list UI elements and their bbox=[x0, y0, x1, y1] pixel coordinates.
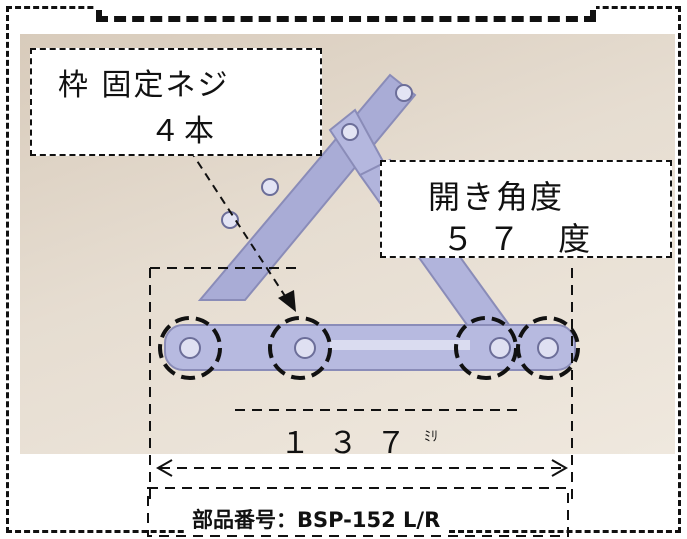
screw-count-label: 枠 固定ネジ ４本 bbox=[30, 48, 322, 156]
dimension-value: １３７ bbox=[280, 426, 424, 461]
angle-label-title: 開き角度 bbox=[428, 178, 565, 216]
upper-arm-holes bbox=[221, 84, 413, 229]
screw-label-title: 枠 固定ネジ bbox=[58, 68, 230, 103]
title-box bbox=[96, 0, 596, 22]
dimension-label: １３７ﾐﾘ bbox=[280, 418, 438, 462]
base-bar bbox=[164, 324, 576, 371]
opening-angle-label: 開き角度 ５７ 度 bbox=[380, 160, 672, 258]
screw-label-count: ４本 bbox=[150, 114, 218, 149]
bottom-dimension-arrow bbox=[155, 459, 569, 477]
screw-marker-circles bbox=[158, 316, 580, 380]
angle-label-value: ５７ 度 bbox=[442, 220, 605, 258]
extension-lines bbox=[149, 267, 573, 500]
part-number-box bbox=[147, 487, 569, 537]
base-screw-holes bbox=[179, 337, 559, 359]
screw-pointer-arrow bbox=[189, 149, 296, 312]
part-number: 部品番号：BSP-152 L/R bbox=[186, 504, 447, 534]
dimension-unit: ﾐﾘ bbox=[424, 429, 438, 445]
